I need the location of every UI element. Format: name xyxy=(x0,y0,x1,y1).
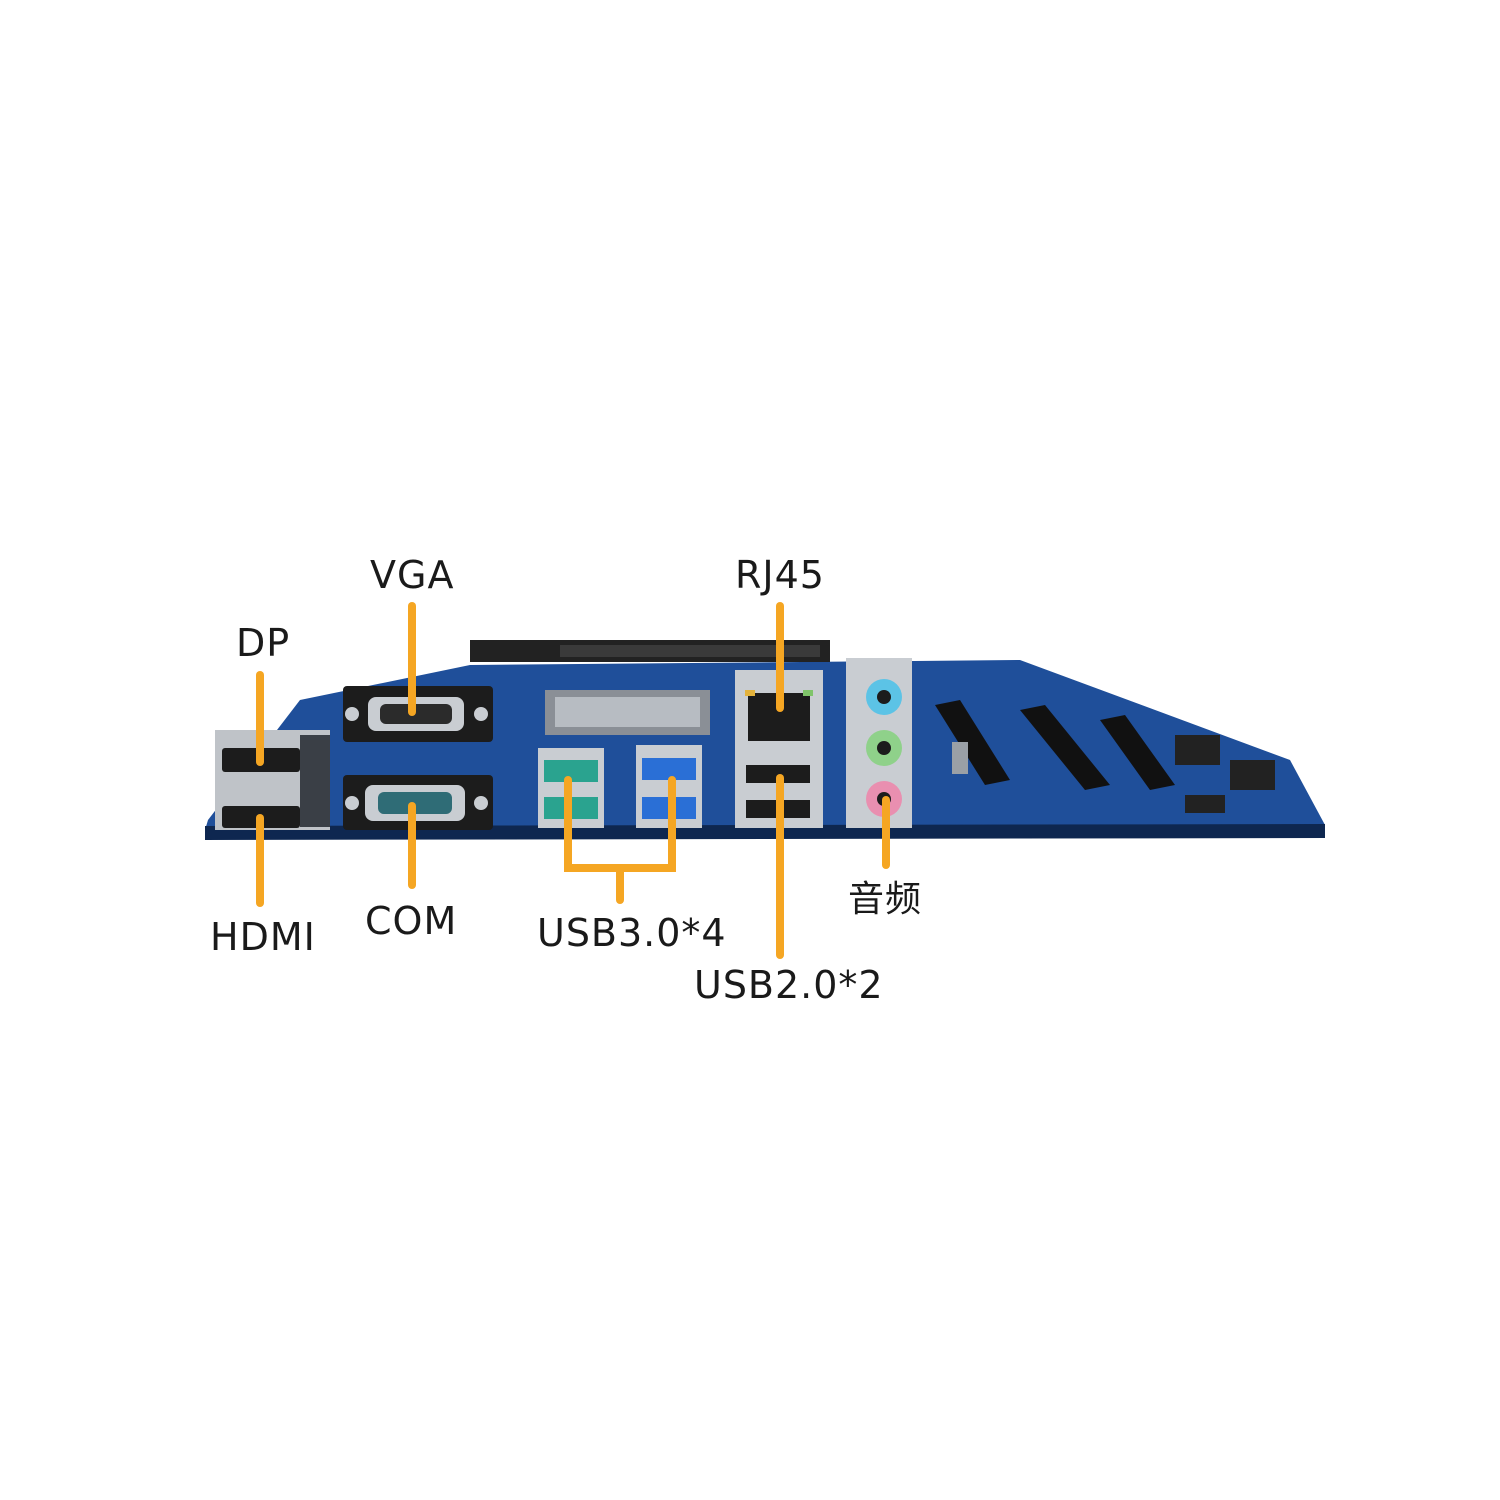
header-pins xyxy=(1175,735,1220,765)
label-usb2: USB2.0*2 xyxy=(694,963,884,1007)
dp-hdmi-side xyxy=(300,735,330,827)
com-screw xyxy=(474,796,488,810)
label-vga: VGA xyxy=(370,553,455,597)
chip xyxy=(1185,795,1225,813)
audio-jack-hole xyxy=(877,690,891,704)
vga-connector xyxy=(343,686,493,742)
label-hdmi: HDMI xyxy=(210,915,316,959)
vga-screw xyxy=(345,707,359,721)
memory-slot-clip xyxy=(560,645,820,657)
label-usb3: USB3.0*4 xyxy=(537,911,727,955)
pcie-slot xyxy=(935,700,1010,785)
pcie-slot xyxy=(1020,705,1110,790)
usb3-port xyxy=(544,760,598,782)
label-dp: DP xyxy=(236,621,291,665)
callout-lines xyxy=(256,602,890,959)
usb2-port xyxy=(746,765,810,783)
rj45-usb2-stack xyxy=(735,670,823,828)
com-screw xyxy=(345,796,359,810)
usb3-port xyxy=(642,758,696,780)
vga-screw xyxy=(474,707,488,721)
label-rj45: RJ45 xyxy=(735,553,825,597)
dp-hdmi-stack xyxy=(215,730,330,830)
rj45-led xyxy=(803,690,813,696)
com-pins xyxy=(378,792,452,814)
vga-pins xyxy=(380,704,452,724)
label-audio: 音频 xyxy=(848,879,923,920)
capacitor xyxy=(952,742,968,774)
cpu-socket-frame xyxy=(555,697,700,727)
header-pins xyxy=(1230,760,1275,790)
rj45-led xyxy=(745,690,755,696)
com-connector xyxy=(343,775,493,830)
audio-jacks xyxy=(846,658,912,828)
audio-jack-hole xyxy=(877,741,891,755)
label-com: COM xyxy=(365,899,458,943)
pcie-slot xyxy=(1100,715,1175,790)
